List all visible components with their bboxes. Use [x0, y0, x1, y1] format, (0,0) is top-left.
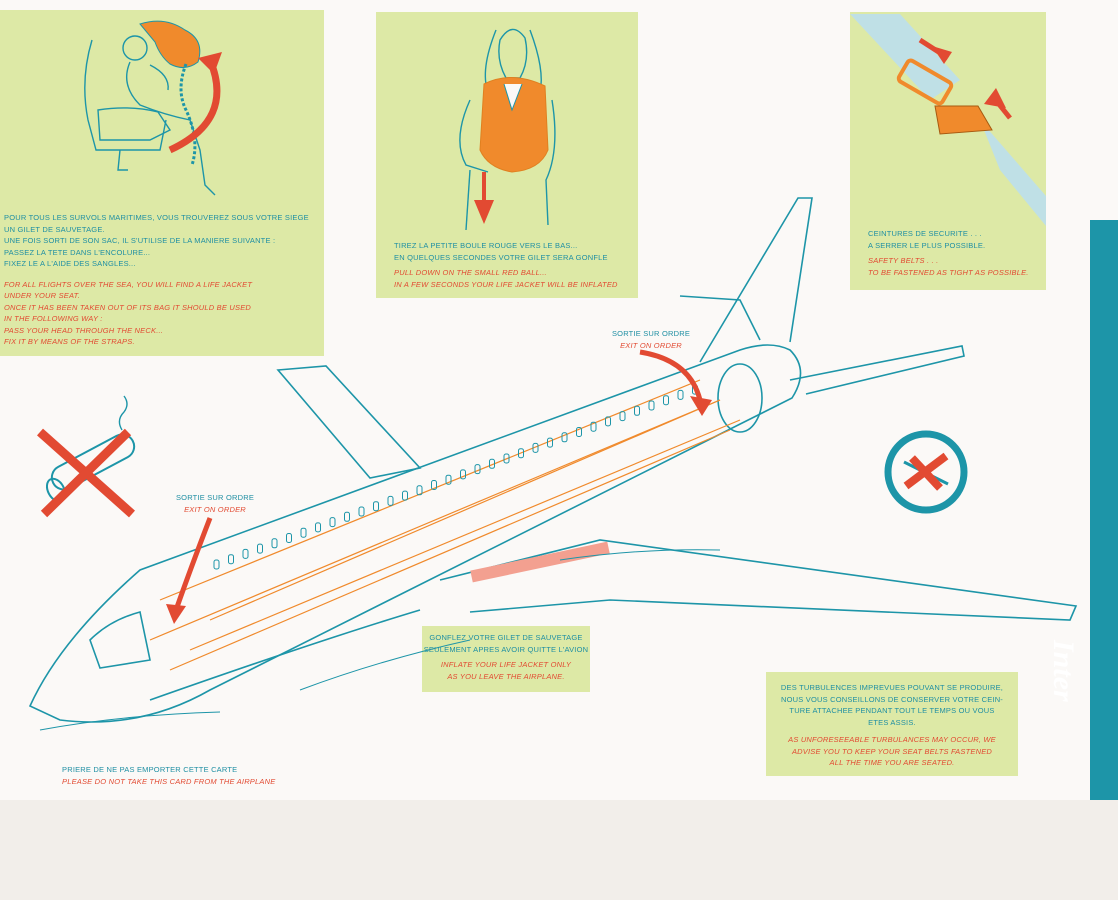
cabin-window — [402, 490, 408, 501]
panel-inflate — [422, 626, 590, 692]
life-jacket-en-line: FOR ALL FLIGHTS OVER THE SEA, YOU WILL F… — [4, 279, 253, 289]
exit-front-fr: SORTIE SUR ORDRE — [175, 493, 255, 502]
turbulence-en-line: ALL THE TIME YOU ARE SEATED. — [829, 758, 955, 767]
footer-notice: PRIERE DE NE PAS EMPORTER CETTE CARTE PL… — [62, 764, 275, 787]
cabin-window — [619, 411, 626, 422]
cabin-window — [460, 469, 466, 480]
life-jacket-text: POUR TOUS LES SURVOLS MARITIMES, VOUS TR… — [4, 212, 309, 348]
life-jacket-icon — [139, 20, 201, 68]
cabin-seats — [149, 379, 741, 671]
cabin-window — [300, 527, 307, 538]
turbulence-text: DES TURBULENCES IMPREVUES POUVANT SE PRO… — [766, 682, 1018, 769]
cabin-window — [634, 405, 640, 416]
life-jacket-fr-line: FIXEZ LE A L'AIDE DES SANGLES... — [4, 259, 136, 268]
exit-rear-fr: SORTIE SUR ORDRE — [611, 329, 691, 338]
panel-turbulence — [766, 672, 1018, 776]
cabin-window — [431, 480, 437, 490]
exit-arrow-icon — [639, 349, 703, 401]
cabin-window — [416, 485, 423, 496]
turbulence-en-line: AS UNFORESEEABLE TURBULANCES MAY OCCUR, … — [788, 735, 996, 744]
life-jacket-en-line: IN THE FOLLOWING WAY : — [4, 314, 103, 323]
life-jacket-fr-line: PASSEZ LA TETE DANS L'ENCOLURE... — [4, 247, 151, 257]
window-row — [213, 384, 698, 570]
belts-en-line: TO BE FASTENED AS TIGHT AS POSSIBLE. — [868, 267, 1029, 277]
cabin-window — [358, 506, 365, 517]
no-floatation-cushion-icon — [884, 430, 968, 514]
cabin-window — [648, 400, 655, 411]
life-jacket-fr-line: UNE FOIS SORTI DE SON SAC, IL S'UTILISE … — [4, 236, 276, 245]
panel-life-jacket — [0, 10, 324, 356]
brand-tab — [1090, 220, 1118, 800]
life-jacket-en-line: FIX IT BY MEANS OF THE STRAPS. — [4, 337, 135, 346]
life-jacket-fr-line: POUR TOUS LES SURVOLS MARITIMES, VOUS TR… — [4, 213, 309, 222]
red-ball-en-line: IN A FEW SECONDS YOUR LIFE JACKET WILL B… — [394, 279, 618, 289]
inflate-fr-line: GONFLEZ VOTRE GILET DE SAUVETAGE — [429, 633, 583, 642]
life-jacket-en-line: UNDER YOUR SEAT. — [4, 291, 80, 300]
illustrations — [28, 14, 1078, 731]
turbulence-fr-line: ETES ASSIS. — [868, 717, 916, 727]
cabin-window — [547, 437, 553, 448]
cabin-window — [373, 501, 379, 512]
no-smoking-icon — [37, 395, 136, 518]
cabin-window — [576, 427, 582, 437]
brand-name: Inter — [1047, 640, 1080, 702]
turbulence-fr-line: NOUS VOUS CONSEILLONS DE CONSERVER VOTRE… — [780, 694, 1004, 704]
cabin-window — [315, 522, 321, 533]
safety-card: POUR TOUS LES SURVOLS MARITIMES, VOUS TR… — [0, 0, 1118, 800]
cabin-window — [503, 453, 510, 464]
footer-en: PLEASE DO NOT TAKE THIS CARD FROM THE AI… — [62, 776, 276, 786]
cabin-window — [213, 559, 220, 570]
red-ball-fr-line: EN QUELQUES SECONDES VOTRE GILET SERA GO… — [394, 252, 608, 262]
cabin-window — [344, 511, 350, 522]
life-jacket-fr-line: UN GILET DE SAUVETAGE. — [4, 224, 105, 234]
red-ball-en-line: PULL DOWN ON THE SMALL RED BALL... — [394, 268, 547, 277]
seated-passenger-illustration — [84, 35, 216, 196]
inflate-text: GONFLEZ VOTRE GILET DE SAUVETAGE SEULEME… — [422, 632, 590, 682]
cabin-window — [590, 421, 597, 432]
turbulence-fr-line: TURE ATTACHEE PENDANT TOUT LE TEMPS OU V… — [789, 706, 995, 715]
exit-rear-en: EXIT ON ORDER — [620, 340, 682, 350]
cabin-window — [271, 538, 278, 549]
cabin-window — [489, 458, 495, 469]
red-ball-fr-line: TIREZ LA PETITE BOULE ROUGE VERS LE BAS.… — [394, 241, 578, 250]
cabin-window — [329, 517, 336, 528]
red-ball-text: TIREZ LA PETITE BOULE ROUGE VERS LE BAS.… — [394, 240, 618, 290]
belts-en-line: SAFETY BELTS . . . — [868, 256, 939, 265]
cabin-window — [677, 389, 684, 400]
belts-fr-line: CEINTURES DE SECURITE . . . — [868, 229, 982, 238]
cabin-window — [518, 448, 524, 459]
cabin-window — [663, 395, 669, 406]
belts-text: CEINTURES DE SECURITE . . . A SERRER LE … — [868, 228, 1029, 278]
cabin-window — [387, 495, 394, 506]
cabin-window — [561, 432, 568, 443]
cabin-window — [286, 533, 292, 543]
cabin-window — [445, 474, 452, 485]
cabin-window — [532, 442, 539, 453]
turbulence-en-line: ADVISE YOU TO KEEP YOUR SEAT BELTS FASTE… — [791, 746, 993, 756]
exit-front-en: EXIT ON ORDER — [184, 504, 246, 514]
cabin-window — [474, 464, 481, 475]
footer-fr: PRIERE DE NE PAS EMPORTER CETTE CARTE — [62, 765, 238, 774]
cabin-window — [228, 554, 234, 565]
cabin-window — [257, 543, 263, 554]
life-jacket-en-line: PASS YOUR HEAD THROUGH THE NECK... — [4, 325, 164, 335]
panel-belts — [850, 12, 1046, 290]
turbulence-fr-line: DES TURBULENCES IMPREVUES POUVANT SE PRO… — [780, 683, 1004, 692]
exit-rear-label: SORTIE SUR ORDRE EXIT ON ORDER — [596, 328, 706, 351]
cabin-window — [605, 416, 611, 427]
exit-front-label: SORTIE SUR ORDRE EXIT ON ORDER — [160, 492, 270, 515]
life-jacket-en-line: ONCE IT HAS BEEN TAKEN OUT OF ITS BAG IT… — [4, 302, 252, 312]
inflate-en-line: AS YOU LEAVE THE AIRPLANE. — [447, 671, 565, 681]
seat-belt-icon — [850, 14, 1046, 226]
inflate-fr-line: SEULEMENT APRES AVOIR QUITTE L'AVION — [423, 644, 589, 654]
inflate-en-line: INFLATE YOUR LIFE JACKET ONLY — [440, 660, 572, 669]
belts-fr-line: A SERRER LE PLUS POSSIBLE. — [868, 240, 986, 250]
cabin-window — [242, 548, 249, 559]
